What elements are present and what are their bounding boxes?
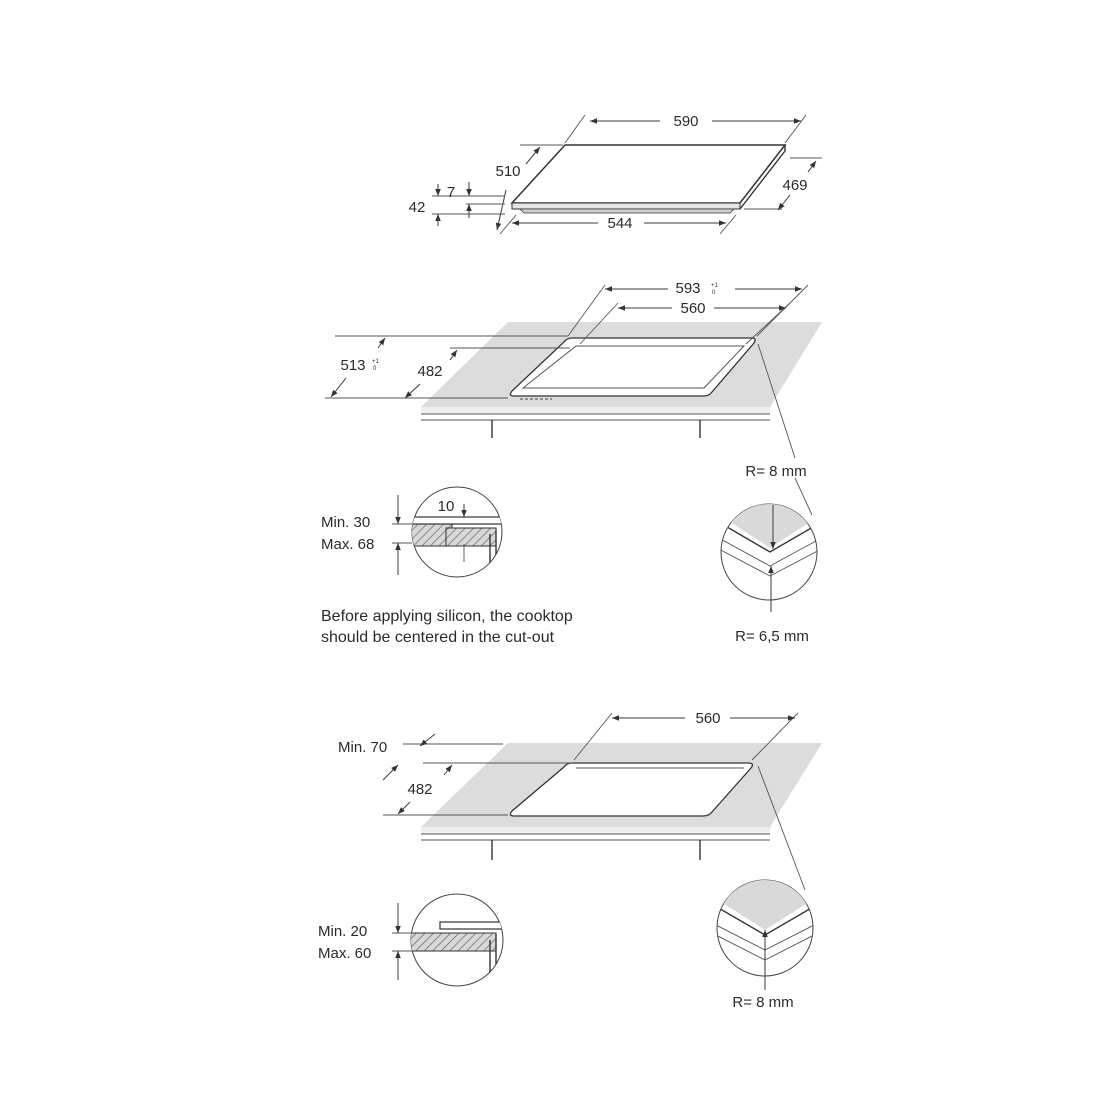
label-flush-offset-10: 10 [438,498,455,515]
label-height-42: 42 [409,199,426,216]
label-standard-depth-482: 482 [407,781,432,798]
cutout-outer [509,337,756,397]
flush-cutout-drawing: 593 +1 0 560 513 +1 0 482 R= 8 mm [325,280,822,516]
label-cutout-inner-width-560: 560 [680,300,705,317]
label-cutout-depth-513: 513 [340,357,365,374]
label-cutout-inner-depth-482: 482 [417,363,442,380]
label-standard-max: Max. 60 [318,945,371,962]
hob-drawing: 590 510 469 544 42 7 [409,113,822,235]
label-cutout-depth-tol-bottom: 0 [373,366,377,372]
cutout-standard-outline [509,762,754,817]
label-standard-min-front: Min. 70 [338,739,387,756]
label-standard-corner-radius: R= 8 mm [732,994,793,1011]
hob-base [519,208,735,214]
flush-section-detail: 10 Min. 30 Max. 68 [321,486,503,578]
label-standard-min: Min. 20 [318,923,367,940]
label-corner-outer-radius: R= 8 mm [745,463,806,480]
label-glass-7: 7 [447,184,455,201]
label-flush-min: Min. 30 [321,514,370,531]
standard-section-detail: Min. 20 Max. 60 [318,893,504,987]
hob-glass-edge [511,202,741,210]
hob-glass-top [510,144,787,204]
centering-note-line2: should be centered in the cut-out [321,629,555,646]
label-rear-depth-469: 469 [782,177,807,194]
standard-cutout-drawing: 560 Min. 70 482 [338,710,822,891]
standard-corner-detail: R= 8 mm [716,879,814,1011]
centering-note-line1: Before applying silicon, the cooktop [321,608,573,625]
label-cutout-width-593: 593 [675,280,700,297]
label-standard-width-560: 560 [695,710,720,727]
label-cutout-width-tol-top: +1 [711,283,719,289]
label-cutout-depth-tol-top: +1 [372,359,380,365]
label-width-590: 590 [673,113,698,130]
label-flush-max: Max. 68 [321,536,374,553]
cutout-inner [521,345,746,389]
label-cutout-width-tol-bottom: 0 [712,290,716,296]
label-base-width-544: 544 [607,215,632,232]
corner-detail: R= 6,5 mm [720,503,818,645]
centering-note: Before applying silicon, the cooktop sho… [321,606,681,648]
label-depth-510: 510 [495,163,520,180]
label-corner-inner-radius: R= 6,5 mm [735,628,809,645]
